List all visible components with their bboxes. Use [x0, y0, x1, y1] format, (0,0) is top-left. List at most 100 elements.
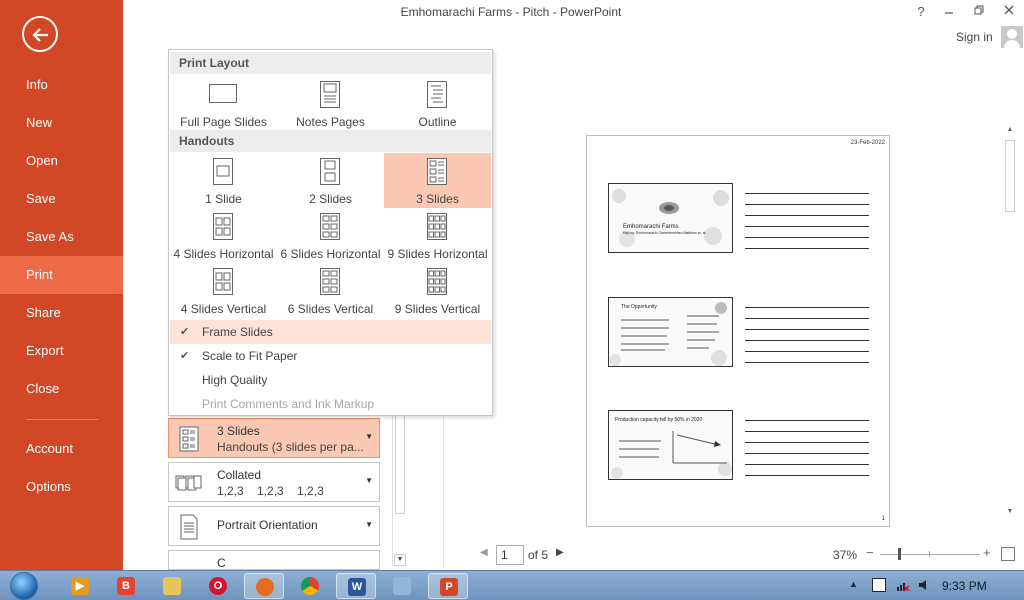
toggle-label: Print Comments and Ink Markup — [202, 397, 375, 411]
start-button[interactable] — [6, 572, 42, 600]
nav-account[interactable]: Account — [26, 441, 73, 456]
slide-subtitle: Rep by: Emhomarachi Osemhenmhen Matthew … — [623, 231, 707, 235]
handout-6-slides-vertical[interactable]: 6 Slides Vertical — [277, 263, 384, 318]
scroll-thumb[interactable] — [1005, 140, 1015, 212]
settings-scrollbar[interactable]: ▼ — [392, 412, 406, 566]
taskbar-opera[interactable]: O — [198, 573, 238, 599]
handout-9-slides-horizontal[interactable]: 9 Slides Horizontal — [384, 208, 491, 263]
next-page-icon[interactable]: ▶ — [556, 547, 564, 558]
minimize-button[interactable] — [935, 2, 963, 22]
taskbar-brave[interactable]: B — [106, 573, 146, 599]
nav-share[interactable]: Share — [26, 305, 61, 320]
slide-decoration — [609, 302, 727, 366]
layout-notes-pages[interactable]: Notes Pages — [277, 76, 384, 131]
handout-1-slide[interactable]: 1 Slide — [170, 153, 277, 208]
zoom-level[interactable]: 37% — [833, 548, 858, 562]
four-slides-vertical-icon — [213, 268, 233, 295]
scroll-thumb[interactable] — [395, 414, 405, 514]
minimize-icon — [945, 12, 953, 14]
nav-options[interactable]: Options — [26, 479, 71, 494]
color-setting[interactable]: C — [168, 550, 380, 570]
scroll-down-icon[interactable]: ▼ — [1006, 508, 1014, 515]
orientation-setting[interactable]: Portrait Orientation ▼ — [168, 506, 380, 546]
preview-scrollbar[interactable]: ▲ ▼ — [1003, 126, 1017, 520]
taskbar-powerpoint[interactable]: P — [428, 573, 468, 599]
zoom-out-button[interactable]: − — [866, 545, 874, 560]
toggle-label: High Quality — [202, 373, 268, 387]
avatar[interactable] — [1001, 26, 1023, 48]
scale-to-fit-toggle[interactable]: ✔ Scale to Fit Paper — [170, 344, 491, 368]
opera-icon: O — [209, 577, 227, 595]
handout-2-slides[interactable]: 2 Slides — [277, 153, 384, 208]
nav-print[interactable]: Print — [0, 256, 123, 294]
handout-4-slides-horizontal[interactable]: 4 Slides Horizontal — [170, 208, 277, 263]
current-page-input[interactable]: 1 — [496, 545, 524, 565]
speaker-icon — [919, 580, 926, 590]
layout-setting[interactable]: 3 Slides Handouts (3 slides per pa... ▼ — [168, 418, 380, 458]
handout-label: 9 Slides Vertical — [394, 302, 481, 316]
nine-slides-horizontal-icon — [427, 213, 447, 240]
nav-close[interactable]: Close — [26, 381, 60, 396]
windows-taskbar: ▶ B O W P ▲ 9:33 PM — [0, 570, 1024, 600]
layout-setting-title: 3 Slides — [217, 424, 260, 438]
scroll-up-icon[interactable]: ▲ — [1006, 126, 1014, 133]
taskbar-file-explorer[interactable] — [152, 573, 192, 599]
print-comments-toggle: Print Comments and Ink Markup — [170, 392, 491, 416]
taskbar-clock[interactable]: 9:33 PM — [942, 579, 987, 593]
nav-save[interactable]: Save — [26, 191, 56, 206]
close-icon — [1004, 5, 1014, 15]
chrome-icon — [301, 577, 319, 595]
outline-icon — [427, 81, 447, 108]
previous-page-icon[interactable]: ◀ — [480, 547, 488, 558]
six-slides-vertical-icon — [320, 268, 340, 295]
nav-info[interactable]: Info — [26, 77, 48, 92]
zoom-in-button[interactable]: + — [983, 545, 991, 560]
chevron-down-icon: ▼ — [365, 520, 373, 529]
scroll-down-icon[interactable]: ▼ — [394, 554, 406, 566]
collated-pages-icon — [175, 475, 202, 491]
nav-export[interactable]: Export — [26, 343, 64, 358]
action-center-icon[interactable] — [872, 578, 886, 592]
handout-3-slides[interactable]: 3 Slides — [384, 153, 491, 208]
network-icon[interactable] — [896, 578, 910, 592]
nav-open[interactable]: Open — [26, 153, 58, 168]
handout-label: 2 Slides — [309, 192, 352, 206]
handout-9-slides-vertical[interactable]: 9 Slides Vertical — [384, 263, 491, 318]
sign-in-link[interactable]: Sign in — [956, 30, 993, 44]
taskbar-paint[interactable] — [382, 573, 422, 599]
nav-divider — [26, 419, 98, 420]
page-date: 23-Feb-2022 — [850, 140, 885, 146]
taskbar-media-player[interactable]: ▶ — [60, 573, 100, 599]
collation-setting[interactable]: Collated 1,2,3 1,2,3 1,2,3 ▼ — [168, 462, 380, 502]
nine-slides-vertical-icon — [427, 268, 447, 295]
show-hidden-icons[interactable]: ▲ — [849, 579, 858, 589]
network-bars-icon — [897, 583, 910, 592]
full-page-slides-icon — [209, 84, 237, 103]
high-quality-toggle[interactable]: High Quality — [170, 368, 491, 392]
powerpoint-icon: P — [440, 578, 458, 596]
handout-4-slides-vertical[interactable]: 4 Slides Vertical — [170, 263, 277, 318]
zoom-slider-thumb[interactable] — [898, 548, 901, 560]
frame-slides-toggle[interactable]: ✔ Frame Slides — [170, 320, 491, 344]
handout-6-slides-horizontal[interactable]: 6 Slides Horizontal — [277, 208, 384, 263]
restore-button[interactable] — [965, 2, 993, 22]
back-button[interactable] — [22, 16, 58, 52]
nav-new[interactable]: New — [26, 115, 53, 130]
one-slide-handout-icon — [213, 158, 233, 185]
nav-save-as[interactable]: Save As — [26, 229, 74, 244]
zoom-to-page-icon[interactable] — [1001, 547, 1015, 561]
taskbar-chrome[interactable] — [290, 573, 330, 599]
print-preview-page: 23-Feb-2022 Emhomarachi Farms Rep by: Em… — [586, 135, 890, 527]
collation-title: Collated — [217, 468, 262, 482]
layout-full-page-slides[interactable]: Full Page Slides — [170, 76, 277, 131]
three-slides-handout-icon — [179, 426, 199, 452]
layout-outline[interactable]: Outline — [384, 76, 491, 131]
help-button[interactable]: ? — [917, 4, 925, 19]
close-window-button[interactable] — [995, 2, 1023, 22]
zoom-slider[interactable] — [880, 554, 980, 555]
taskbar-firefox[interactable] — [244, 573, 284, 599]
volume-icon[interactable] — [918, 578, 932, 592]
taskbar-word[interactable]: W — [336, 573, 376, 599]
color-setting-title: C — [217, 556, 226, 570]
toggle-label: Frame Slides — [202, 325, 273, 339]
